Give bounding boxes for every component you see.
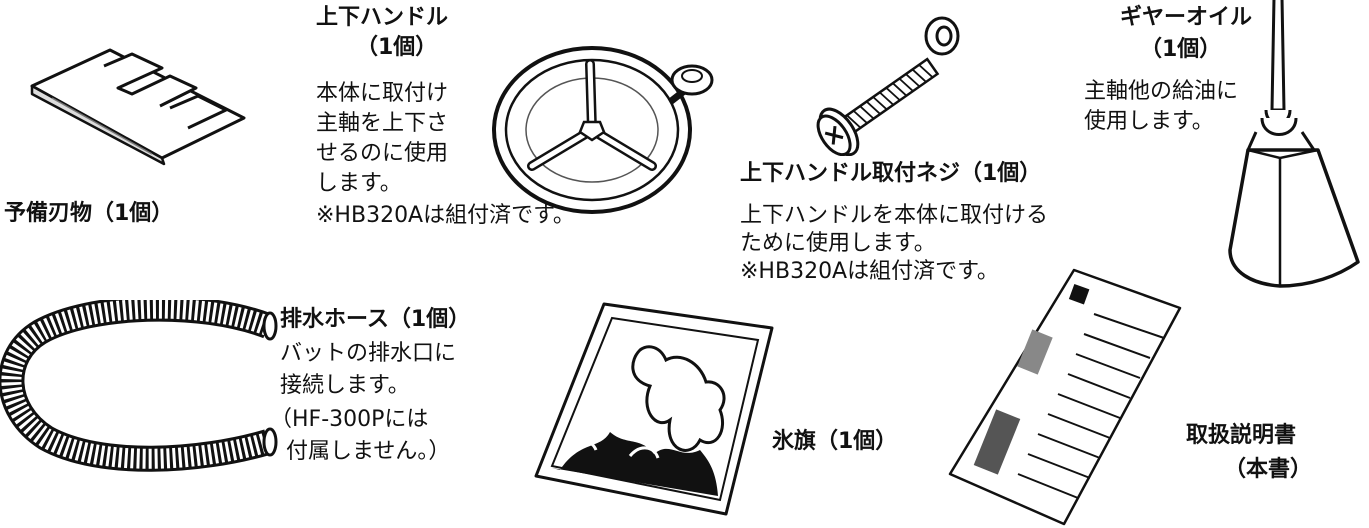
screw-title: 上下ハンドル取付ネジ（1個） [740,161,1042,186]
manual-title: 取扱説明書 [1186,423,1297,448]
gear-oil-title: ギヤーオイル [1120,5,1253,30]
screw-description-line: 上下ハンドルを本体に取付ける [740,203,1049,228]
drain-hose-description-line: バットの排水口に [280,341,457,366]
vertical-handle-illustration [492,36,722,226]
drain-hose-description-line: 接続します。 [280,373,410,398]
screw-description-line: ために使用します。 [740,231,936,256]
gear-oil-quantity: （1個） [1140,37,1222,62]
drain-hose-description-line: （HF-300Pには [270,407,429,432]
ice-flag-title: 氷旗（1個） [772,429,898,454]
gear-oil-description-line: 主軸他の給油に [1084,79,1239,104]
drain-hose-description-line: 付属しません。） [286,439,451,464]
handle-description-line: します。 [316,171,402,196]
handle-description-line: 主軸を上下さ [316,111,449,136]
handle-description-line: せるのに使用 [316,141,449,166]
drain-hose-illustration [0,300,290,480]
handle-title: 上下ハンドル [316,5,449,30]
spare-blade-illustration [12,36,252,166]
screw-note: ※HB320Aは組付済です。 [740,259,999,284]
manual-subtitle: （本書） [1224,457,1313,482]
ice-flag-illustration [530,300,790,520]
instruction-manual-illustration [944,262,1184,528]
drain-hose-title: 排水ホース（1個） [280,307,471,332]
mounting-screw-illustration [792,6,982,156]
gear-oil-bottle-illustration [1222,0,1369,300]
spare-blade-title: 予備刃物（1個） [4,201,174,226]
handle-description-line: 本体に取付け [316,81,449,106]
gear-oil-description-line: 使用します。 [1084,109,1214,134]
handle-quantity: （1個） [356,35,438,60]
handle-note: ※HB320Aは組付済です。 [316,203,575,228]
